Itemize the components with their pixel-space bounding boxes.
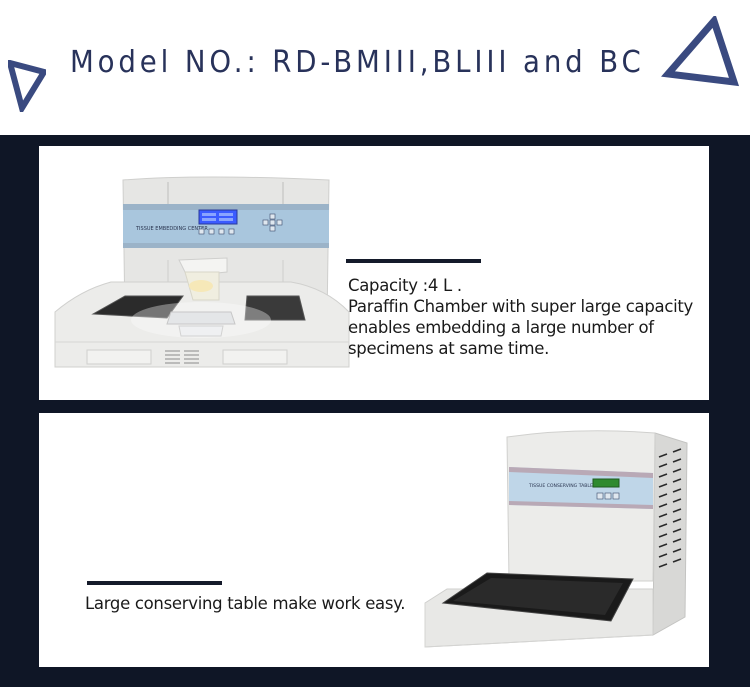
description-line: specimens at same time. <box>348 339 550 358</box>
divider-bar <box>87 581 222 585</box>
embedding-center-description: Capacity :4 L . Paraffin Chamber with su… <box>348 275 693 359</box>
description-line: Paraffin Chamber with super large capaci… <box>348 297 694 316</box>
model-number-title: Model NO.: RD-BMIII,BLIII and BC <box>70 45 645 80</box>
capacity-text: Capacity :4 L . <box>348 276 462 295</box>
header-banner: Model NO.: RD-BMIII,BLIII and BC <box>0 0 750 135</box>
embedding-center-image: TISSUE EMBEDDING CENTER <box>54 176 350 368</box>
conserving-table-image: TISSUE CONSERVING TABLE <box>424 430 688 648</box>
embedding-center-panel: TISSUE EMBEDDING CENTER <box>39 146 709 400</box>
divider-bar <box>346 259 481 263</box>
triangle-down-icon <box>8 60 46 112</box>
svg-text:TISSUE CONSERVING TABLE: TISSUE CONSERVING TABLE <box>528 483 593 489</box>
triangle-up-icon <box>661 16 740 87</box>
conserving-table-panel: Large conserving table make work easy. T… <box>39 413 709 667</box>
description-line: Large conserving table make work easy. <box>85 594 406 613</box>
svg-text:TISSUE EMBEDDING CENTER: TISSUE EMBEDDING CENTER <box>135 226 208 232</box>
conserving-table-description: Large conserving table make work easy. <box>85 593 406 614</box>
description-line: enables embedding a large number of <box>348 318 654 337</box>
